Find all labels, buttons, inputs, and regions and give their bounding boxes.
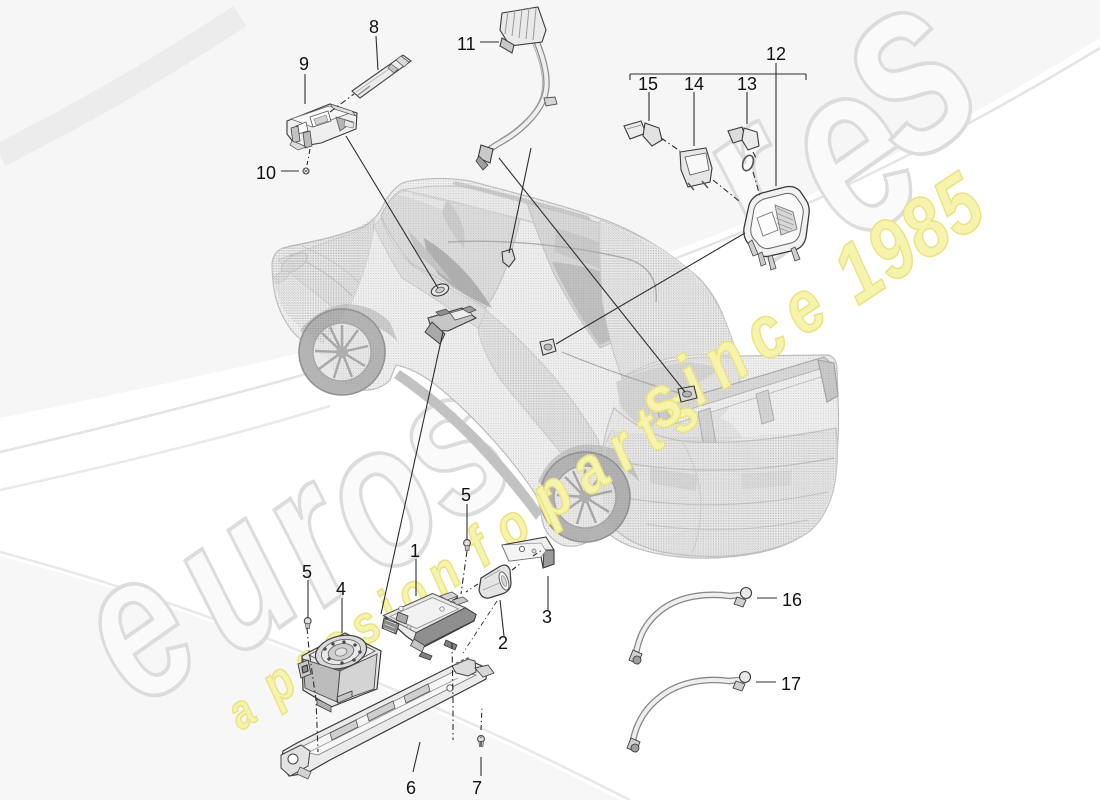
svg-text:3: 3 xyxy=(542,607,552,627)
svg-text:1: 1 xyxy=(410,541,420,561)
svg-text:15: 15 xyxy=(638,74,658,94)
svg-text:16: 16 xyxy=(782,590,802,610)
svg-text:11: 11 xyxy=(457,34,476,54)
svg-text:8: 8 xyxy=(369,17,379,37)
svg-text:14: 14 xyxy=(684,74,704,94)
svg-text:6: 6 xyxy=(406,778,416,798)
svg-text:5: 5 xyxy=(302,562,312,582)
svg-text:12: 12 xyxy=(766,44,786,64)
svg-text:17: 17 xyxy=(781,674,801,694)
svg-text:13: 13 xyxy=(737,74,757,94)
svg-text:4: 4 xyxy=(336,579,346,599)
svg-text:9: 9 xyxy=(299,54,309,74)
svg-text:10: 10 xyxy=(256,163,276,183)
svg-text:7: 7 xyxy=(472,778,482,798)
svg-text:2: 2 xyxy=(498,633,508,653)
svg-text:5: 5 xyxy=(461,485,471,505)
